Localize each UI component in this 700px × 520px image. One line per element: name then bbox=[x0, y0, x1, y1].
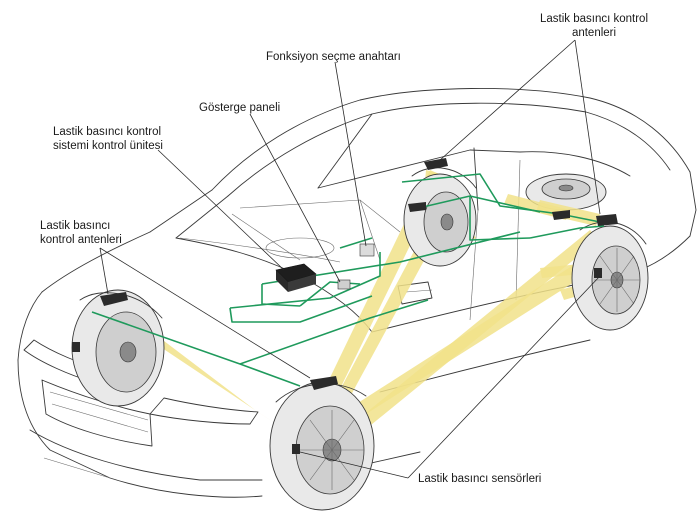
front-right-wheel bbox=[269, 381, 375, 511]
antenna-rear-left bbox=[408, 158, 448, 212]
leader-lines bbox=[99, 39, 601, 479]
label-function-switch: Fonksiyon seçme anahtarı bbox=[266, 51, 401, 63]
rear-right-wheel bbox=[571, 221, 649, 331]
tire-sensors bbox=[72, 268, 602, 454]
label-control-unit: Lastik basıncı kontrol sistemi kontrol ü… bbox=[53, 126, 163, 152]
antenna-front-right bbox=[310, 376, 338, 390]
label-sensors: Lastik basıncı sensörleri bbox=[418, 473, 542, 485]
label-antenna-top-right: Lastik basıncı kontrol antenleri bbox=[539, 13, 649, 39]
label-antenna-left: Lastik basıncı kontrol antenleri bbox=[40, 220, 122, 246]
label-gauge-panel: Gösterge paneli bbox=[199, 102, 281, 114]
gauge-panel-component bbox=[337, 279, 351, 290]
antenna-front-left bbox=[100, 292, 128, 306]
antenna-rear-right bbox=[552, 210, 618, 226]
front-left-wheel bbox=[71, 289, 165, 407]
function-switch-component bbox=[359, 243, 375, 257]
spare-wheel bbox=[525, 173, 607, 211]
rear-left-wheel bbox=[403, 167, 477, 267]
control-unit bbox=[275, 263, 317, 292]
